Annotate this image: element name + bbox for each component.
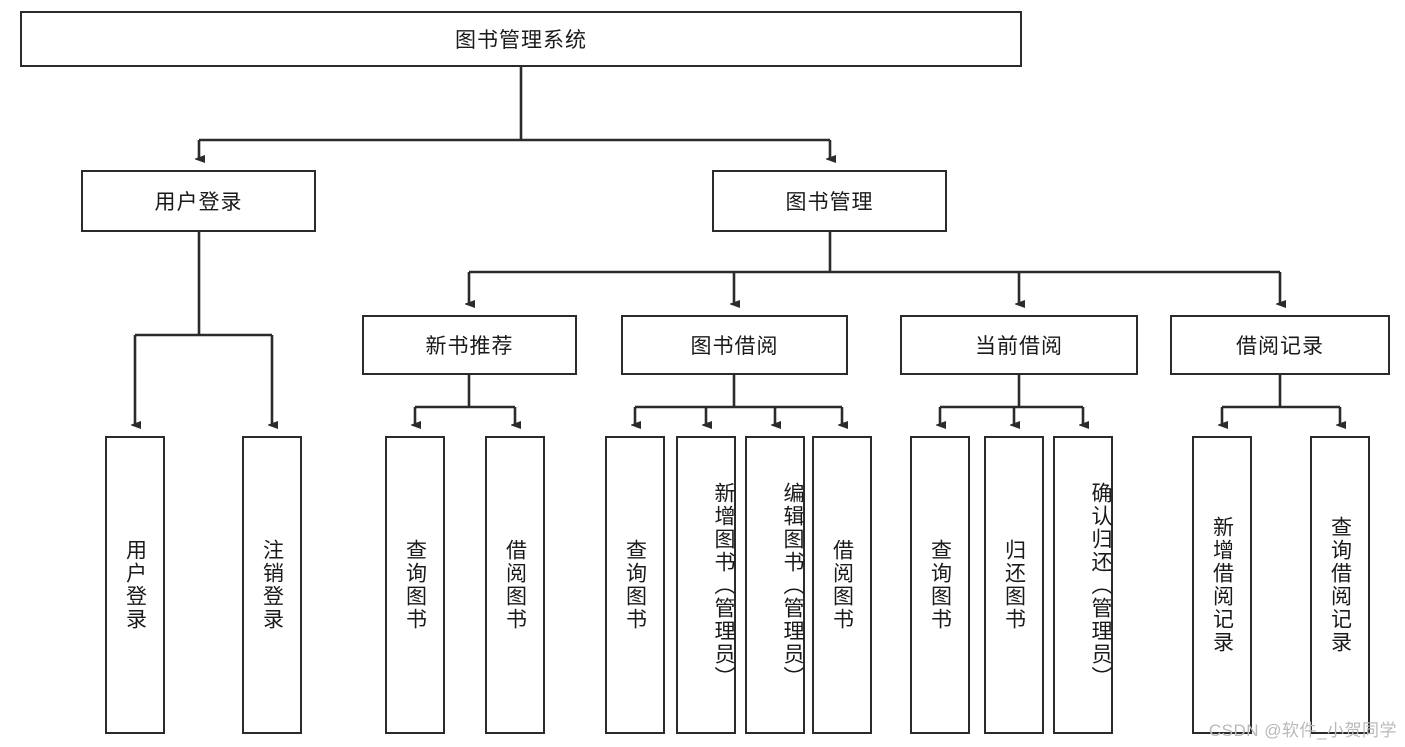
node-leaf-query-borrow-record[interactable]: 查询借阅记录 [1310, 436, 1370, 734]
node-leaf-add-borrow-record[interactable]: 新增借阅记录 [1192, 436, 1252, 734]
node-leaf-user-login[interactable]: 用户登录 [105, 436, 165, 734]
watermark-text: CSDN @软件_小贺同学 [1208, 721, 1397, 740]
node-leaf-query-book-borrowing[interactable]: 查询图书 [605, 436, 665, 734]
node-leaf-borrow-book-borrowing[interactable]: 借阅图书 [812, 436, 872, 734]
node-leaf-add-book-admin[interactable]: 新增图书（管理员） [676, 436, 736, 734]
node-leaf-return-book[interactable]: 归还图书 [984, 436, 1044, 734]
node-leaf-query-book-current[interactable]: 查询图书 [910, 436, 970, 734]
node-current-borrowing[interactable]: 当前借阅 [900, 315, 1138, 375]
node-leaf-query-book-recommendation[interactable]: 查询图书 [385, 436, 445, 734]
node-leaf-edit-book-admin[interactable]: 编辑图书（管理员） [745, 436, 805, 734]
node-leaf-user-logout[interactable]: 注销登录 [242, 436, 302, 734]
node-book-management[interactable]: 图书管理 [712, 170, 947, 232]
node-user-login[interactable]: 用户登录 [81, 170, 316, 232]
node-borrowing-record[interactable]: 借阅记录 [1170, 315, 1390, 375]
node-new-book-recommendation[interactable]: 新书推荐 [362, 315, 577, 375]
node-root-system[interactable]: 图书管理系统 [20, 11, 1022, 67]
node-book-borrowing[interactable]: 图书借阅 [621, 315, 848, 375]
node-leaf-borrow-book-recommendation[interactable]: 借阅图书 [485, 436, 545, 734]
node-leaf-confirm-return-admin[interactable]: 确认归还（管理员） [1053, 436, 1113, 734]
